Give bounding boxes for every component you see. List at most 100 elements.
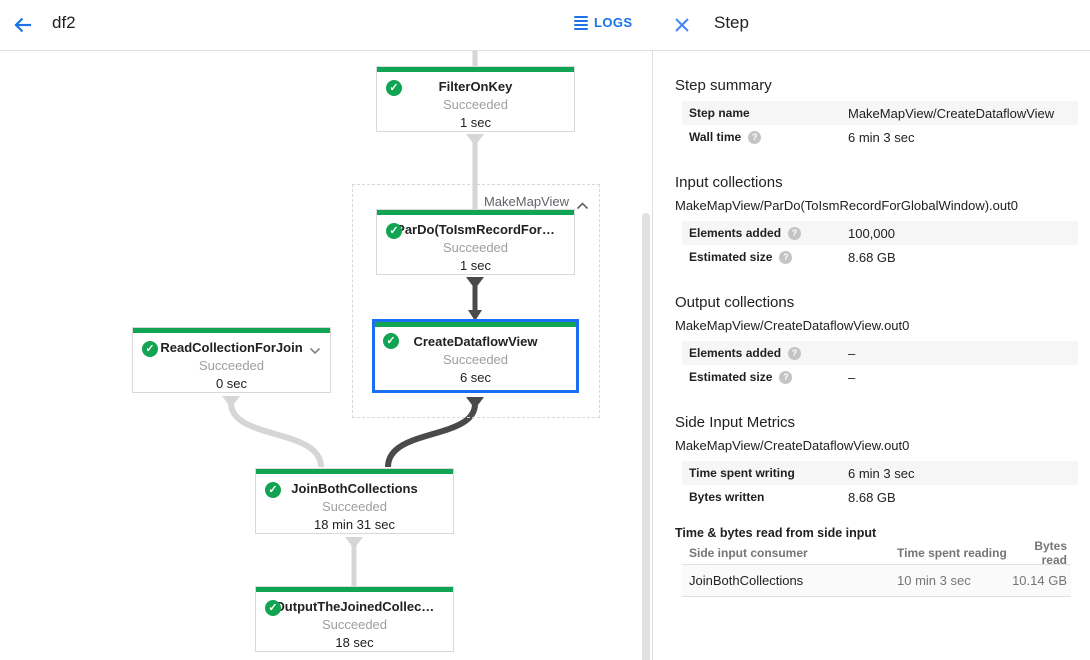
edge-arrow	[345, 537, 363, 549]
section-heading-output-collections: Output collections	[675, 294, 795, 311]
node-status-bar	[256, 587, 453, 592]
metric-label: Estimated size	[689, 250, 773, 264]
panel-divider	[652, 50, 653, 660]
group-label: MakeMapView	[483, 194, 569, 209]
success-check-icon: ✓	[265, 482, 281, 498]
metric-label: Time spent writing	[689, 466, 795, 480]
node-time: 6 sec	[459, 370, 492, 385]
node-title: ParDo(ToIsmRecordFor…	[396, 222, 555, 237]
help-icon[interactable]: ?	[779, 370, 793, 384]
success-check-icon: ✓	[142, 341, 158, 357]
node-status: Succeeded	[442, 352, 509, 367]
metric-row: Elements added? 100,000	[682, 221, 1078, 245]
graph-edges	[222, 51, 484, 587]
node-status: Succeeded	[198, 358, 265, 373]
column-header: Side input consumer	[689, 546, 808, 560]
metric-row: Wall time? 6 min 3 sec	[682, 125, 1078, 149]
node-status: Succeeded	[442, 240, 509, 255]
job-name-title: df2	[52, 13, 76, 32]
step-details-panel: Step summary Step name MakeMapView/Creat…	[653, 51, 1090, 660]
edge-createdataflowview-join	[385, 403, 478, 468]
logs-button[interactable]: LOGS	[574, 14, 632, 32]
metric-label: Elements added	[689, 346, 782, 360]
graph-node-read-collection-for-join[interactable]: ✓ ReadCollectionForJoin Succeeded 0 sec	[132, 327, 331, 393]
section-heading-step-summary: Step summary	[675, 77, 772, 94]
composite-group-makemapview: MakeMapView	[352, 184, 600, 418]
metric-value: 6 min 3 sec	[848, 129, 915, 145]
node-status-bar	[377, 210, 574, 215]
top-app-bar: df2 LOGS Step	[0, 0, 1090, 51]
metric-value: MakeMapView/CreateDataflowView	[848, 105, 1055, 121]
metric-label: Estimated size	[689, 370, 773, 384]
table-cell: JoinBothCollections	[689, 573, 804, 588]
collection-name: MakeMapView/CreateDataflowView.out0	[675, 318, 910, 333]
metric-label: Elements added	[689, 226, 782, 240]
logs-list-icon	[574, 14, 588, 32]
edge-arrow	[468, 310, 482, 321]
table-cell: 10.14 GB	[1012, 573, 1067, 588]
graph-scrollbar-thumb[interactable]	[642, 213, 650, 660]
help-icon[interactable]: ?	[748, 130, 762, 144]
metric-label: Wall time	[689, 130, 742, 144]
chevron-down-icon[interactable]	[309, 342, 321, 360]
node-status-bar	[377, 67, 574, 72]
table-row: JoinBothCollections 10 min 3 sec 10.14 G…	[682, 565, 1071, 597]
metric-value: –	[848, 369, 856, 385]
edge-arrow	[466, 397, 484, 409]
node-status-bar	[256, 469, 453, 474]
node-time: 18 sec	[335, 635, 374, 650]
metric-value: 8.68 GB	[848, 489, 896, 505]
metric-label: Bytes written	[689, 490, 765, 504]
graph-node-join-both-collections[interactable]: ✓ JoinBothCollections Succeeded 18 min 3…	[255, 468, 454, 534]
logs-button-label: LOGS	[594, 15, 633, 31]
metric-value: –	[848, 345, 856, 361]
metric-row: Elements added? –	[682, 341, 1078, 365]
node-title: JoinBothCollections	[291, 481, 418, 496]
side-input-read-table: Side input consumer Time spent reading B…	[682, 539, 1071, 597]
success-check-icon: ✓	[386, 223, 402, 239]
help-icon[interactable]: ?	[779, 250, 793, 264]
table-cell: 10 min 3 sec	[897, 573, 971, 588]
edge-arrow	[222, 396, 240, 408]
edge-arrow	[466, 277, 484, 289]
node-title: ReadCollectionForJoin	[160, 340, 303, 355]
metric-value: 100,000	[848, 225, 895, 241]
column-header: Time spent reading	[897, 546, 1007, 560]
metric-row: Estimated size? 8.68 GB	[682, 245, 1078, 269]
panel-title: Step	[714, 13, 749, 32]
close-panel-button[interactable]	[671, 15, 693, 37]
metric-label: Step name	[689, 106, 750, 120]
close-icon	[675, 17, 689, 32]
collection-name: MakeMapView/CreateDataflowView.out0	[675, 438, 910, 453]
graph-node-output-the-joined-collection[interactable]: ✓ OutputTheJoinedCollec… Succeeded 18 se…	[255, 586, 454, 652]
node-time: 1 sec	[459, 258, 492, 273]
help-icon[interactable]: ?	[788, 226, 802, 240]
success-check-icon: ✓	[386, 80, 402, 96]
metric-row: Step name MakeMapView/CreateDataflowView	[682, 101, 1078, 125]
column-header: Bytes read	[1034, 539, 1067, 567]
metric-row: Bytes written 8.68 GB	[682, 485, 1078, 509]
node-time: 18 min 31 sec	[314, 517, 395, 532]
node-title: CreateDataflowView	[413, 334, 538, 349]
node-status: Succeeded	[442, 97, 509, 112]
arrow-back-icon	[14, 17, 31, 32]
help-icon[interactable]: ?	[788, 346, 802, 360]
collection-name: MakeMapView/ParDo(ToIsmRecordForGlobalWi…	[675, 198, 1018, 213]
node-status: Succeeded	[321, 499, 388, 514]
metric-value: 8.68 GB	[848, 249, 896, 265]
graph-node-filter-on-key[interactable]: ✓ FilterOnKey Succeeded 1 sec	[376, 66, 575, 132]
success-check-icon: ✓	[265, 600, 281, 616]
back-button[interactable]	[10, 13, 36, 39]
metric-row: Estimated size? –	[682, 365, 1078, 389]
table-header-row: Side input consumer Time spent reading B…	[682, 539, 1071, 567]
graph-node-create-dataflow-view-selected[interactable]: ✓ CreateDataflowView Succeeded 6 sec	[372, 319, 579, 393]
chevron-up-icon[interactable]	[576, 197, 589, 215]
graph-node-pardo-toismrecord[interactable]: ✓ ParDo(ToIsmRecordFor… Succeeded 1 sec	[376, 209, 575, 275]
node-time: 1 sec	[459, 115, 492, 130]
section-heading-input-collections: Input collections	[675, 174, 783, 191]
success-check-icon: ✓	[383, 333, 399, 349]
edge-arrow	[466, 134, 484, 146]
node-title: FilterOnKey	[438, 79, 513, 94]
node-status: Succeeded	[321, 617, 388, 632]
